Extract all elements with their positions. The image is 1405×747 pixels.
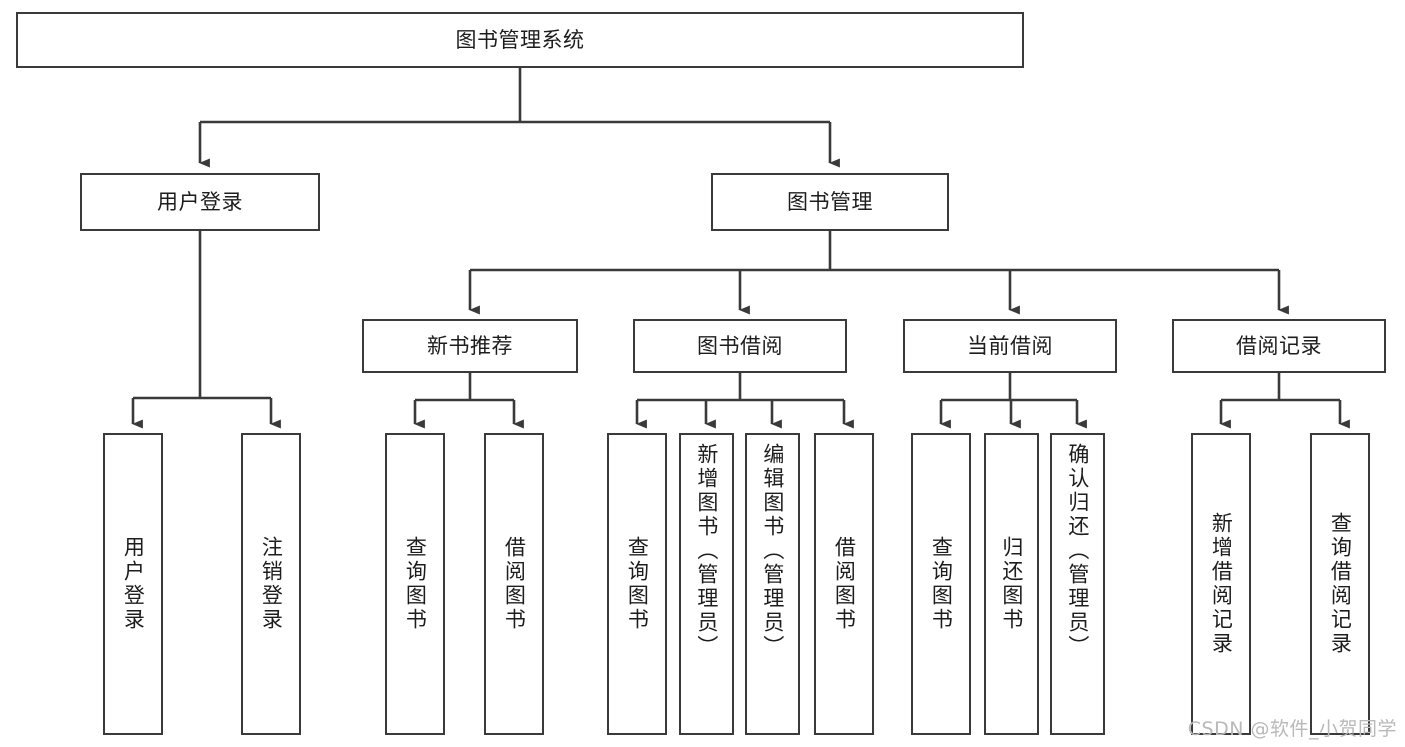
node-leaf-confirm-return[interactable]: 确认归还（管理员） [1050,433,1105,735]
edges-newbook-to-leaves [413,373,524,429]
node-leaf-query-borrow-record-label: 查询借阅记录 [1328,512,1353,656]
node-leaf-logout-label: 注销登录 [259,536,284,632]
csdn-watermark: CSDN @软件_小贺同学 [1187,718,1397,740]
node-leaf-add-book[interactable]: 新增图书（管理员） [679,433,734,735]
node-current-borrow-label: 当前借阅 [967,333,1053,358]
edges-userlogin-to-leaves [131,231,281,429]
node-leaf-query-book-2-label: 查询图书 [625,536,650,632]
node-book-manage[interactable]: 图书管理 [711,173,949,231]
node-leaf-return-book[interactable]: 归还图书 [984,433,1039,735]
node-borrow-record-label: 借阅记录 [1236,333,1322,358]
node-book-borrow[interactable]: 图书借阅 [633,319,847,373]
node-root[interactable]: 图书管理系统 [16,12,1024,68]
node-leaf-borrow-book-1[interactable]: 借阅图书 [484,433,544,735]
node-new-book-recommend[interactable]: 新书推荐 [362,319,578,373]
edges-bookmanage-to-level2 [468,231,1289,315]
node-root-label: 图书管理系统 [455,27,585,52]
node-leaf-borrow-book-2-label: 借阅图书 [832,536,857,632]
node-leaf-edit-book-label: 编辑图书（管理员） [760,443,785,659]
node-book-manage-label: 图书管理 [787,189,873,214]
node-current-borrow[interactable]: 当前借阅 [903,319,1117,373]
node-leaf-add-book-label: 新增图书（管理员） [694,443,719,659]
node-user-login[interactable]: 用户登录 [80,173,320,231]
node-leaf-query-book-2[interactable]: 查询图书 [607,433,667,735]
node-leaf-logout[interactable]: 注销登录 [241,433,301,735]
edges-root-to-level1 [198,68,840,168]
node-leaf-user-login[interactable]: 用户登录 [103,433,163,735]
node-leaf-add-borrow-record[interactable]: 新增借阅记录 [1191,433,1251,735]
edges-borrowrecord-to-leaves [1219,373,1350,429]
node-leaf-confirm-return-label: 确认归还（管理员） [1065,443,1090,659]
node-leaf-query-borrow-record[interactable]: 查询借阅记录 [1310,433,1370,735]
node-leaf-query-book-3-label: 查询图书 [929,536,954,632]
node-user-login-label: 用户登录 [157,189,243,214]
node-leaf-user-login-label: 用户登录 [121,536,146,632]
node-leaf-add-borrow-record-label: 新增借阅记录 [1209,512,1234,656]
node-leaf-query-book-3[interactable]: 查询图书 [911,433,971,735]
node-leaf-query-book-1-label: 查询图书 [403,536,428,632]
node-leaf-borrow-book-1-label: 借阅图书 [502,536,527,632]
node-new-book-recommend-label: 新书推荐 [427,333,513,358]
node-borrow-record[interactable]: 借阅记录 [1172,319,1386,373]
node-leaf-edit-book[interactable]: 编辑图书（管理员） [745,433,800,735]
node-book-borrow-label: 图书借阅 [697,333,783,358]
node-leaf-borrow-book-2[interactable]: 借阅图书 [814,433,874,735]
edges-bookborrow-to-leaves [635,373,854,429]
edges-currentborrow-to-leaves [939,373,1087,429]
node-leaf-query-book-1[interactable]: 查询图书 [385,433,445,735]
node-leaf-return-book-label: 归还图书 [999,536,1024,632]
